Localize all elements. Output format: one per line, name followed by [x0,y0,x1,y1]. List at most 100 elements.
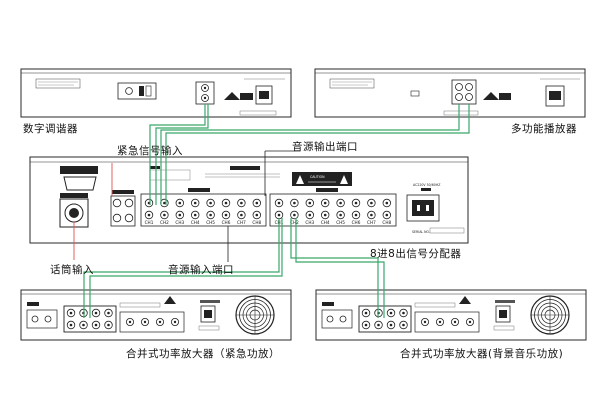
amp-background-jack-pin [364,311,368,315]
amp-emergency-jack-3-bottom [91,320,101,330]
player-warning-triangle [483,92,499,100]
input-jack-pin [178,201,182,205]
distributor-mic-jack [69,208,79,218]
amp-background-rca-bank [358,305,412,333]
emergency-input-label: 紧急信号输入 [117,145,183,157]
player-rca-output [451,79,477,105]
player-unit [314,68,586,118]
amp-background-jack-pin [402,311,405,315]
output-jack-3-top [305,198,314,208]
input-jack-pin [209,201,212,205]
distributor-power-socket [406,194,440,222]
output-channel-label-4: CH4 [321,220,330,225]
amp-background-terminal-2 [435,317,444,326]
input-jack-pin [193,213,197,217]
amp-background-power-socket [495,305,511,323]
output-jack-7-bottom [367,210,376,220]
output-channel-label-2: CH2 [290,220,299,225]
output-jack-pin [293,201,296,205]
amp-emergency-jack-pin [69,323,73,327]
input-jack-7-top [237,198,246,208]
amp-emergency-jack-pin [94,323,98,327]
distributor-db9-label [60,166,98,174]
amp-background-jack-4-top [399,308,408,318]
amp-background-terminal-pin [468,320,472,324]
output-jack-7-top [367,198,376,208]
output-jack-pin [308,201,312,205]
amp-background-unit [315,289,587,341]
amp-emergency-terminal-1 [126,317,135,326]
output-jack-pin [385,213,389,217]
output-jack-pin [293,213,296,217]
distributor-caution-box: CAUTION [292,172,352,186]
output-channel-label-5: CH5 [336,220,345,225]
amp-background-label: 合并式功率放大器(背景音乐功放) [400,348,564,360]
amp-emergency-jack-4-bottom [104,320,113,330]
input-jack-7-bottom [237,210,246,220]
amp-emergency-speaker-terminals [119,311,185,333]
output-jack-pin [308,213,312,217]
distributor-model-text [230,166,260,170]
amp-emergency-unit [20,289,292,341]
output-jack-5-bottom [336,210,345,220]
distributor-mic-label [60,193,88,198]
amp-background-jack-pin [389,323,393,327]
amp-background-jack-3-bottom [386,320,396,330]
input-jack-8-top [252,198,261,208]
input-jack-6-top [221,198,231,208]
wire-output-to-background-amp [290,218,379,318]
output-jack-4-bottom [321,210,330,220]
output-jack-5-top [336,198,345,208]
tuner-unit [20,68,292,118]
output-channel-label-6: CH6 [352,220,361,225]
amp-background-terminal-pin [438,320,442,324]
output-jack-8-bottom [382,210,391,220]
output-jack-pin [277,213,281,217]
output-jack-pin [277,201,281,205]
amp-emergency-fan [235,295,275,335]
amp-background-jack-pin [377,323,380,327]
input-jack-pin [240,213,243,217]
amp-background-speaker-terminals [414,311,480,333]
amp-background-jack-pin [402,323,405,327]
distributor-db9-port [63,176,97,191]
amp-background-terminal-set [420,317,474,326]
tuner-antenna-panel [117,82,157,100]
input-jack-pin [255,213,259,217]
output-jack-6-top [351,198,361,208]
amp-emergency-terminal-set [126,317,179,326]
tuner-warning-triangle [224,92,240,100]
source-output-port-label: 音源输出端口 [292,141,358,153]
distributor-input-bank-label [188,188,210,192]
amp-emergency-terminal-2 [140,317,149,326]
input-jack-pin [224,201,228,205]
player-label: 多功能播放器 [511,123,577,135]
amp-emergency-jack-pin [94,311,98,315]
output-jack-3-bottom [305,210,314,220]
output-jack-pin [354,213,358,217]
wire-tuner-to-input [149,104,206,205]
amp-background-jack-2-bottom [374,320,383,330]
wire-output-to-background-amp-2 [295,218,385,318]
serial-text: SERIAL NO. [412,230,430,234]
amp-emergency-jack-3-top [91,308,101,318]
amp-emergency-jack-pin [107,323,110,327]
input-jack-pin [147,213,151,217]
amp-emergency-power-socket [200,305,216,323]
amp-background-jack-1-bottom [361,320,371,330]
amp-emergency-jack-4-top [104,308,113,318]
distributor-output-bank-label [316,188,338,192]
input-channel-label-8: CH8 [252,220,261,225]
output-channel-label-3: CH3 [305,220,314,225]
input-jack-1-bottom [144,210,154,220]
distributor-label: 8进8出信号分配器 [370,248,462,260]
output-jack-pin [323,213,327,217]
tuner-label: 数字调谐器 [23,123,78,135]
input-jack-5-bottom [206,210,215,220]
amp-emergency-terminal-pin [173,320,177,324]
amp-emergency-jack-pin [82,323,85,327]
tuner-power-socket [255,85,273,105]
input-jack-pin [178,213,182,217]
input-jack-3-bottom [175,210,184,220]
